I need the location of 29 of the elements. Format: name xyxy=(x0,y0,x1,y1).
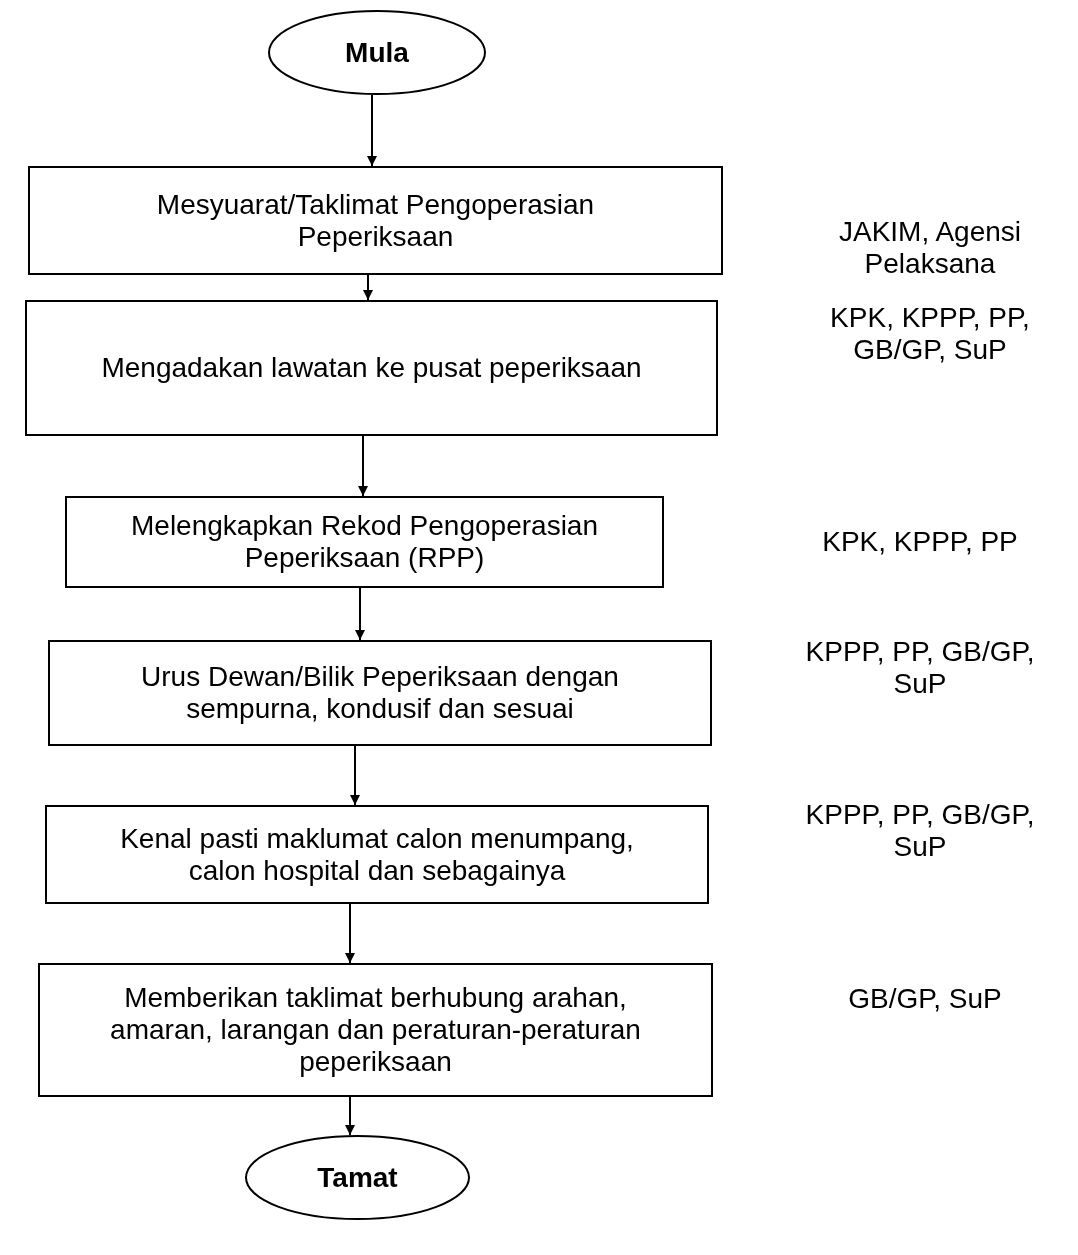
step-text: Urus Dewan/Bilik Peperiksaan dengan sempurna, kondusif dan sesuai xyxy=(140,661,620,725)
process-box xyxy=(65,496,664,588)
responsible-parties: KPPP, PP, GB/GP, SuP xyxy=(804,636,1036,700)
step-text: Melengkapkan Rekod Pengoperasian Peperiksaan (RPP) xyxy=(130,510,599,574)
process-box xyxy=(25,300,718,436)
responsible-parties: KPK, KPPP, PP xyxy=(821,526,1019,558)
process-box xyxy=(38,963,713,1097)
responsible-parties: JAKIM, Agensi Pelaksana xyxy=(837,216,1023,280)
arrow xyxy=(345,1096,355,1136)
terminator-ellipse xyxy=(245,1135,470,1220)
step-text: Kenal pasti maklumat calon menumpang, calon hospital dan sebagainya xyxy=(119,822,635,887)
arrow xyxy=(358,435,368,497)
process-box xyxy=(48,640,712,746)
responsible-parties: KPPP, PP, GB/GP, SuP xyxy=(804,799,1036,863)
arrow xyxy=(367,94,377,167)
responsible-parties: KPK, KPPP, PP, GB/GP, SuP xyxy=(829,302,1031,366)
step-text: Mesyuarat/Taklimat Pengoperasian Peperiksaan xyxy=(155,188,596,253)
step-text: Mengadakan lawatan ke pusat peperiksaan xyxy=(101,352,642,384)
responsible-parties: GB/GP, SuP xyxy=(847,983,1003,1015)
process-box xyxy=(45,805,709,904)
arrow xyxy=(345,903,355,964)
arrow xyxy=(355,587,365,641)
process-box xyxy=(28,166,723,275)
step-text: Memberikan taklimat berhubung arahan, amaran, larangan dan peraturan-peraturan peperiksaan xyxy=(109,982,642,1078)
step-text: Tamat xyxy=(317,1161,398,1194)
arrow xyxy=(350,745,360,806)
terminator-ellipse xyxy=(268,10,486,95)
step-text: Mula xyxy=(345,36,409,69)
arrow xyxy=(363,274,373,301)
